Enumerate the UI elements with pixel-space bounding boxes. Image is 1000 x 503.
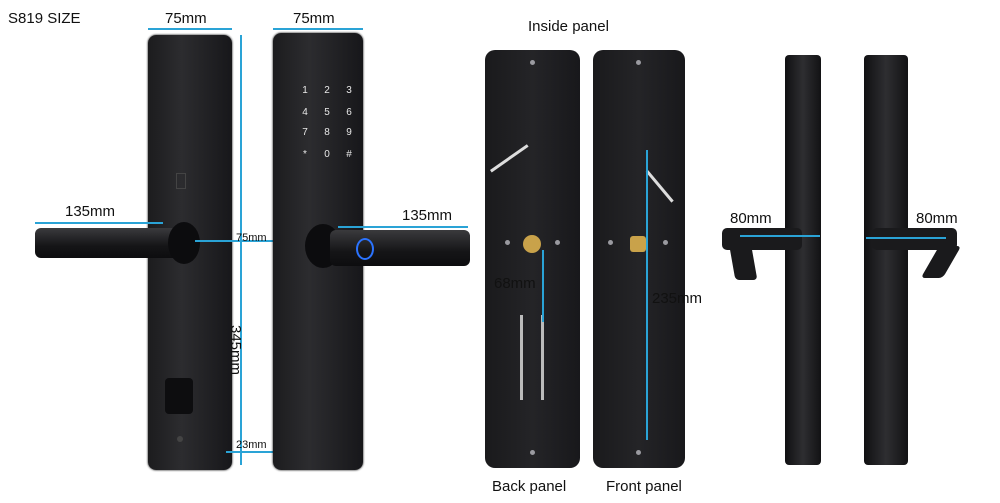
front-panel-image (593, 50, 685, 468)
handle-dim-line-right (338, 226, 468, 228)
key-0: 0 (324, 149, 330, 160)
back-panel-image (485, 50, 580, 468)
front-panel-spindle (630, 236, 646, 252)
key-star: * (303, 149, 307, 160)
side-handle-right-tip (920, 246, 962, 278)
keypad: 1 2 3 4 5 6 7 8 9 * 0 # (295, 85, 357, 165)
side-handle-right (872, 228, 957, 250)
width-dim-label-right: 75mm (293, 10, 335, 27)
width-dim-label-left: 75mm (165, 10, 207, 27)
bottom-dim-label: 23mm (236, 439, 267, 451)
key-1: 1 (302, 85, 308, 96)
inside-length-dim-label: 235mm (652, 290, 703, 307)
key-hash: # (346, 149, 352, 160)
handle-dim-label-left: 135mm (65, 203, 116, 220)
key-6: 6 (346, 107, 352, 118)
handle-rose (168, 222, 200, 264)
inside-spacing-dim-line (542, 250, 544, 322)
front-panel-label: Front panel (606, 478, 682, 495)
inside-length-dim-line (646, 150, 648, 440)
key-8: 8 (324, 127, 330, 138)
page-title: S819 SIZE (8, 10, 81, 27)
side-dim-label-right: 80mm (916, 210, 958, 227)
inside-panel-label: Inside panel (528, 18, 609, 35)
back-panel-latch (520, 315, 544, 400)
vent-slot (176, 173, 186, 189)
key-3: 3 (346, 85, 352, 96)
inside-spacing-dim-label: 68mm (494, 275, 536, 292)
key-5: 5 (324, 107, 330, 118)
thumb-turn (165, 378, 193, 414)
spindle-dim-label: 75mm (236, 232, 267, 244)
side-dim-line-left (740, 235, 820, 237)
side-view-right-image (864, 55, 908, 465)
lever-handle-right (330, 230, 470, 266)
side-view-left-image (785, 55, 821, 465)
key-2: 2 (324, 85, 330, 96)
width-dim-line-left (148, 28, 232, 30)
side-dim-line-right (866, 237, 946, 239)
key-4: 4 (302, 107, 308, 118)
bottom-dim-line (226, 451, 286, 453)
height-dim-label: 345mm (227, 325, 244, 376)
width-dim-line-right (273, 28, 363, 30)
handle-dim-line-left (35, 222, 163, 224)
side-dim-label-left: 80mm (730, 210, 772, 227)
back-panel-label: Back panel (492, 478, 567, 495)
handle-dim-label-right: 135mm (402, 207, 453, 224)
keyhole-dot (177, 436, 183, 442)
key-9: 9 (346, 127, 352, 138)
height-dim-line (240, 35, 242, 465)
back-panel-spindle (523, 235, 541, 253)
key-7: 7 (302, 127, 308, 138)
fingerprint-icon (356, 238, 374, 260)
spindle-dim-line (195, 240, 275, 242)
